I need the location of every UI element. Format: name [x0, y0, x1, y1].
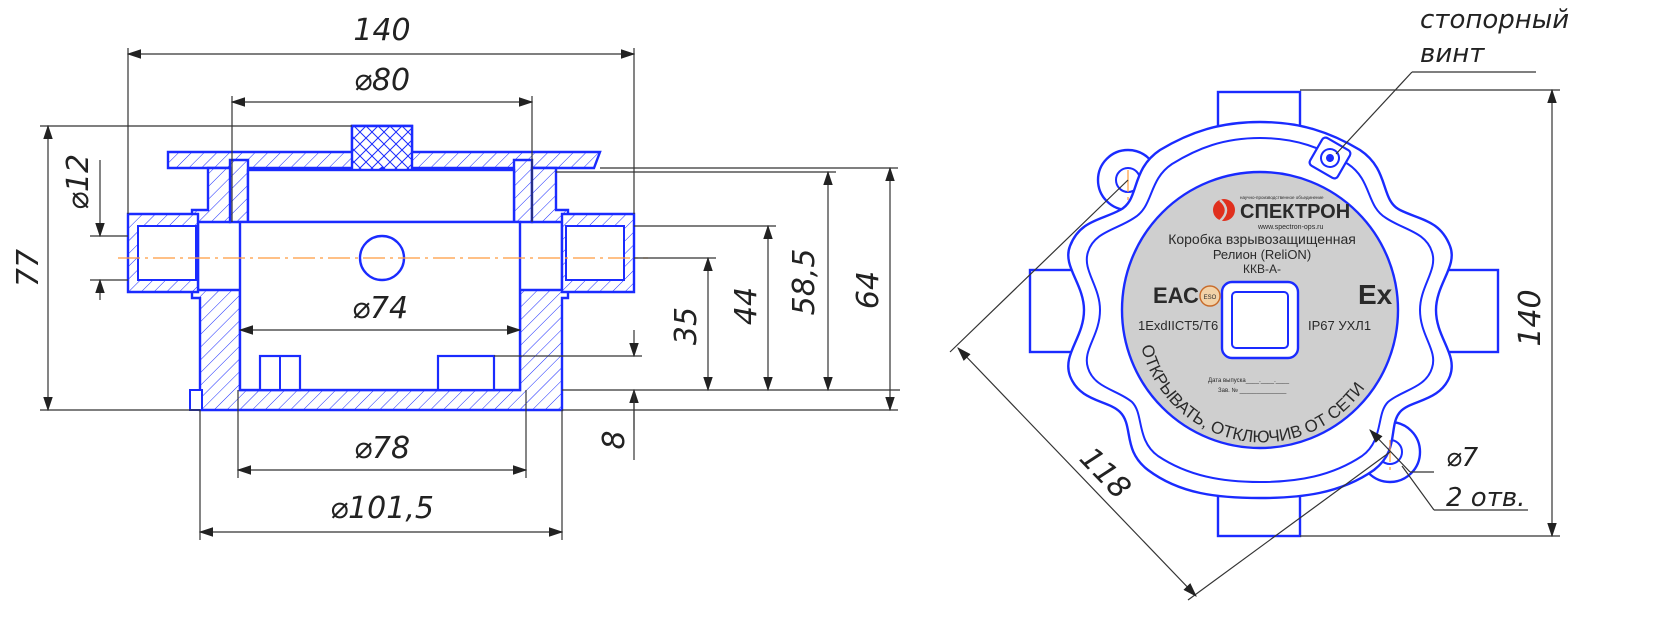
marking-right: IP67 УХЛ1: [1308, 318, 1371, 333]
ex-mark: Ex: [1358, 279, 1393, 310]
release-date: Дата выпуска____.____.____: [1208, 378, 1290, 384]
dim-58-5: 58,5: [787, 249, 822, 316]
dim-140-top: 140: [1513, 289, 1548, 346]
dim-8: 8: [597, 430, 632, 449]
dim-phi74: ⌀74: [352, 291, 408, 326]
lid-skirt-right: [512, 158, 534, 224]
eso-badge-icon: [1199, 285, 1221, 307]
edge-step: [189, 389, 203, 411]
hole-dia-callout: ⌀7: [1446, 443, 1479, 473]
section-view: 140 ⌀80 77 ⌀12 ⌀74 35 44 58,5: [11, 13, 900, 540]
label-line-3: ККВ-А-: [1243, 262, 1281, 276]
lid-skirt-left: [228, 158, 250, 224]
brand-name: СПЕКТРОН: [1240, 201, 1350, 223]
center-window-inner: [1231, 291, 1289, 349]
screw-callout-2: винт: [1420, 39, 1485, 69]
serial-number: Зав. № ______________: [1218, 387, 1287, 394]
brand-logo-icon: [1213, 199, 1235, 221]
dim-118: 118: [1072, 441, 1137, 507]
dim-phi80: ⌀80: [354, 63, 410, 98]
screw-callout-1: стопорный: [1420, 5, 1569, 35]
dim-35: 35: [669, 307, 704, 345]
brand-url: www.spectron-ops.ru: [1257, 224, 1323, 231]
eso-badge-text: ESO: [1204, 295, 1217, 301]
thread-left: [137, 225, 197, 281]
body-inner-outline: [1085, 136, 1435, 484]
lid-inner-wall: [246, 168, 516, 224]
dim-phi12: ⌀12: [61, 154, 96, 210]
dim-77: 77: [11, 249, 46, 287]
dim-phi78: ⌀78: [354, 431, 410, 466]
hole-count-callout: 2 отв.: [1446, 483, 1525, 513]
thread-right: [565, 225, 625, 281]
marking-left: 1ExdIICT5/T6: [1138, 318, 1218, 333]
dim-phi101-5: ⌀101,5: [330, 491, 434, 526]
foot-right: [436, 354, 496, 392]
locking-screw: [1308, 136, 1352, 180]
label-line-2: Релион (ReliON): [1213, 247, 1311, 262]
dim-44: 44: [729, 287, 764, 325]
eac-mark: ЕАС: [1153, 283, 1199, 308]
label-line-1: Коробка взрывозащищенная: [1168, 231, 1356, 247]
dim-140: 140: [353, 13, 410, 48]
top-view: СПЕКТРОН научно-производственное объедин…: [949, 5, 1569, 601]
brand-subtitle: научно-производственное объединение: [1240, 195, 1324, 200]
dim-64: 64: [851, 271, 886, 309]
